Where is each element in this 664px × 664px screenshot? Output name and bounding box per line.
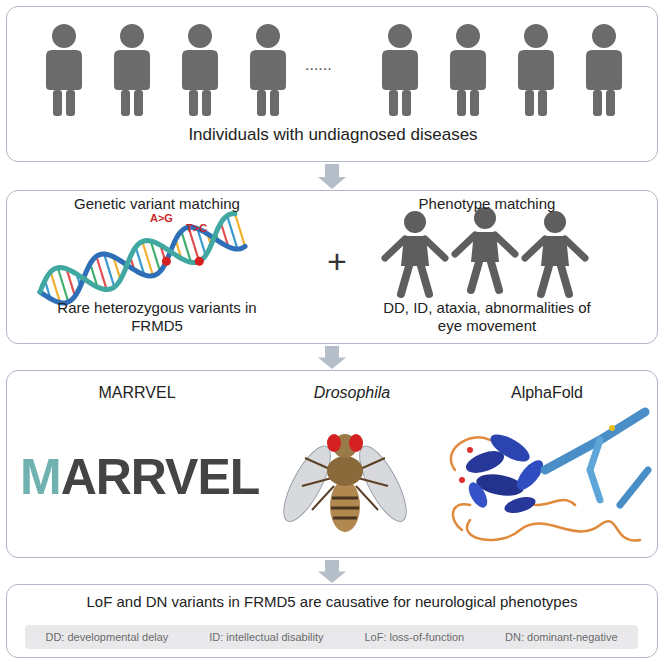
dna-helix bbox=[40, 214, 245, 303]
abbreviation: DN: dominant-negative bbox=[505, 631, 618, 643]
panel-text: DD, ID, ataxia, abnormalities of eye mov… bbox=[372, 299, 602, 335]
dna-strand bbox=[40, 214, 235, 292]
matching-panel: Genetic variant matchingRare heterozygou… bbox=[6, 190, 658, 344]
illustration-part bbox=[450, 24, 486, 116]
illustration-part bbox=[250, 24, 286, 116]
illustration-part bbox=[327, 434, 341, 452]
illustration-part bbox=[503, 494, 538, 516]
abbreviation-bar: DD: developmental delay ID: intellectual … bbox=[25, 625, 638, 649]
drosophila-figure bbox=[275, 434, 415, 532]
abbreviation: LoF: loss-of-function bbox=[364, 631, 464, 643]
panel-heading: MARRVEL bbox=[32, 383, 242, 402]
illustration-part bbox=[518, 24, 554, 116]
panel-text: AlphaFold bbox=[447, 383, 647, 402]
illustration-part bbox=[46, 24, 82, 116]
panel-text: + bbox=[307, 241, 367, 282]
panel-heading: Individuals with undiagnosed diseases bbox=[7, 125, 659, 145]
illustration-part bbox=[467, 447, 473, 453]
illustration-part bbox=[382, 24, 418, 116]
illustration-part bbox=[586, 24, 622, 116]
illustration-part bbox=[114, 24, 150, 116]
illustration-part bbox=[525, 211, 585, 294]
illustration-part bbox=[620, 470, 648, 505]
illustration-part bbox=[182, 24, 218, 116]
illustration-part bbox=[459, 477, 465, 483]
abbreviation: DD: developmental delay bbox=[45, 631, 168, 643]
ellipsis: ...... bbox=[305, 56, 332, 74]
variant-label: A>G bbox=[150, 212, 173, 224]
abbreviation: ID: intellectual disability bbox=[209, 631, 323, 643]
variant-dot bbox=[195, 257, 204, 266]
illustration-part bbox=[455, 207, 515, 290]
illustration-part bbox=[331, 498, 359, 518]
dna-rung bbox=[235, 214, 245, 247]
flow-arrow bbox=[318, 346, 346, 369]
illustration-part bbox=[327, 456, 363, 486]
flow-arrow bbox=[318, 560, 346, 583]
panel-heading: LoF and DN variants in FRMD5 are causati… bbox=[7, 593, 657, 611]
illustration-part bbox=[512, 456, 547, 494]
illustration-part bbox=[465, 479, 491, 510]
illustration-part bbox=[467, 520, 640, 540]
flow-arrow bbox=[318, 164, 346, 189]
illustration-part bbox=[349, 434, 363, 452]
marrvel-logo: MARRVEL bbox=[20, 448, 259, 506]
panel-heading: Genetic variant matching bbox=[32, 195, 282, 213]
panel-text: Drosophila bbox=[252, 383, 452, 402]
alphafold-structure bbox=[451, 412, 648, 540]
panel-text: Phenotype matching bbox=[362, 195, 612, 213]
panel-text: Rare heterozygous variants in FRMD5 bbox=[52, 299, 262, 335]
illustration-part bbox=[330, 480, 360, 532]
conclusion-panel: LoF and DN variants in FRMD5 are causati… bbox=[6, 584, 658, 658]
illustration-part bbox=[486, 429, 533, 467]
illustration-part bbox=[385, 211, 445, 294]
illustration-part bbox=[609, 425, 615, 431]
input-panel: Individuals with undiagnosed diseases bbox=[6, 6, 658, 162]
dna-rung bbox=[227, 216, 237, 249]
variant-dot bbox=[162, 257, 171, 266]
illustration-part bbox=[590, 440, 600, 500]
variant-label: T>C bbox=[186, 222, 207, 234]
